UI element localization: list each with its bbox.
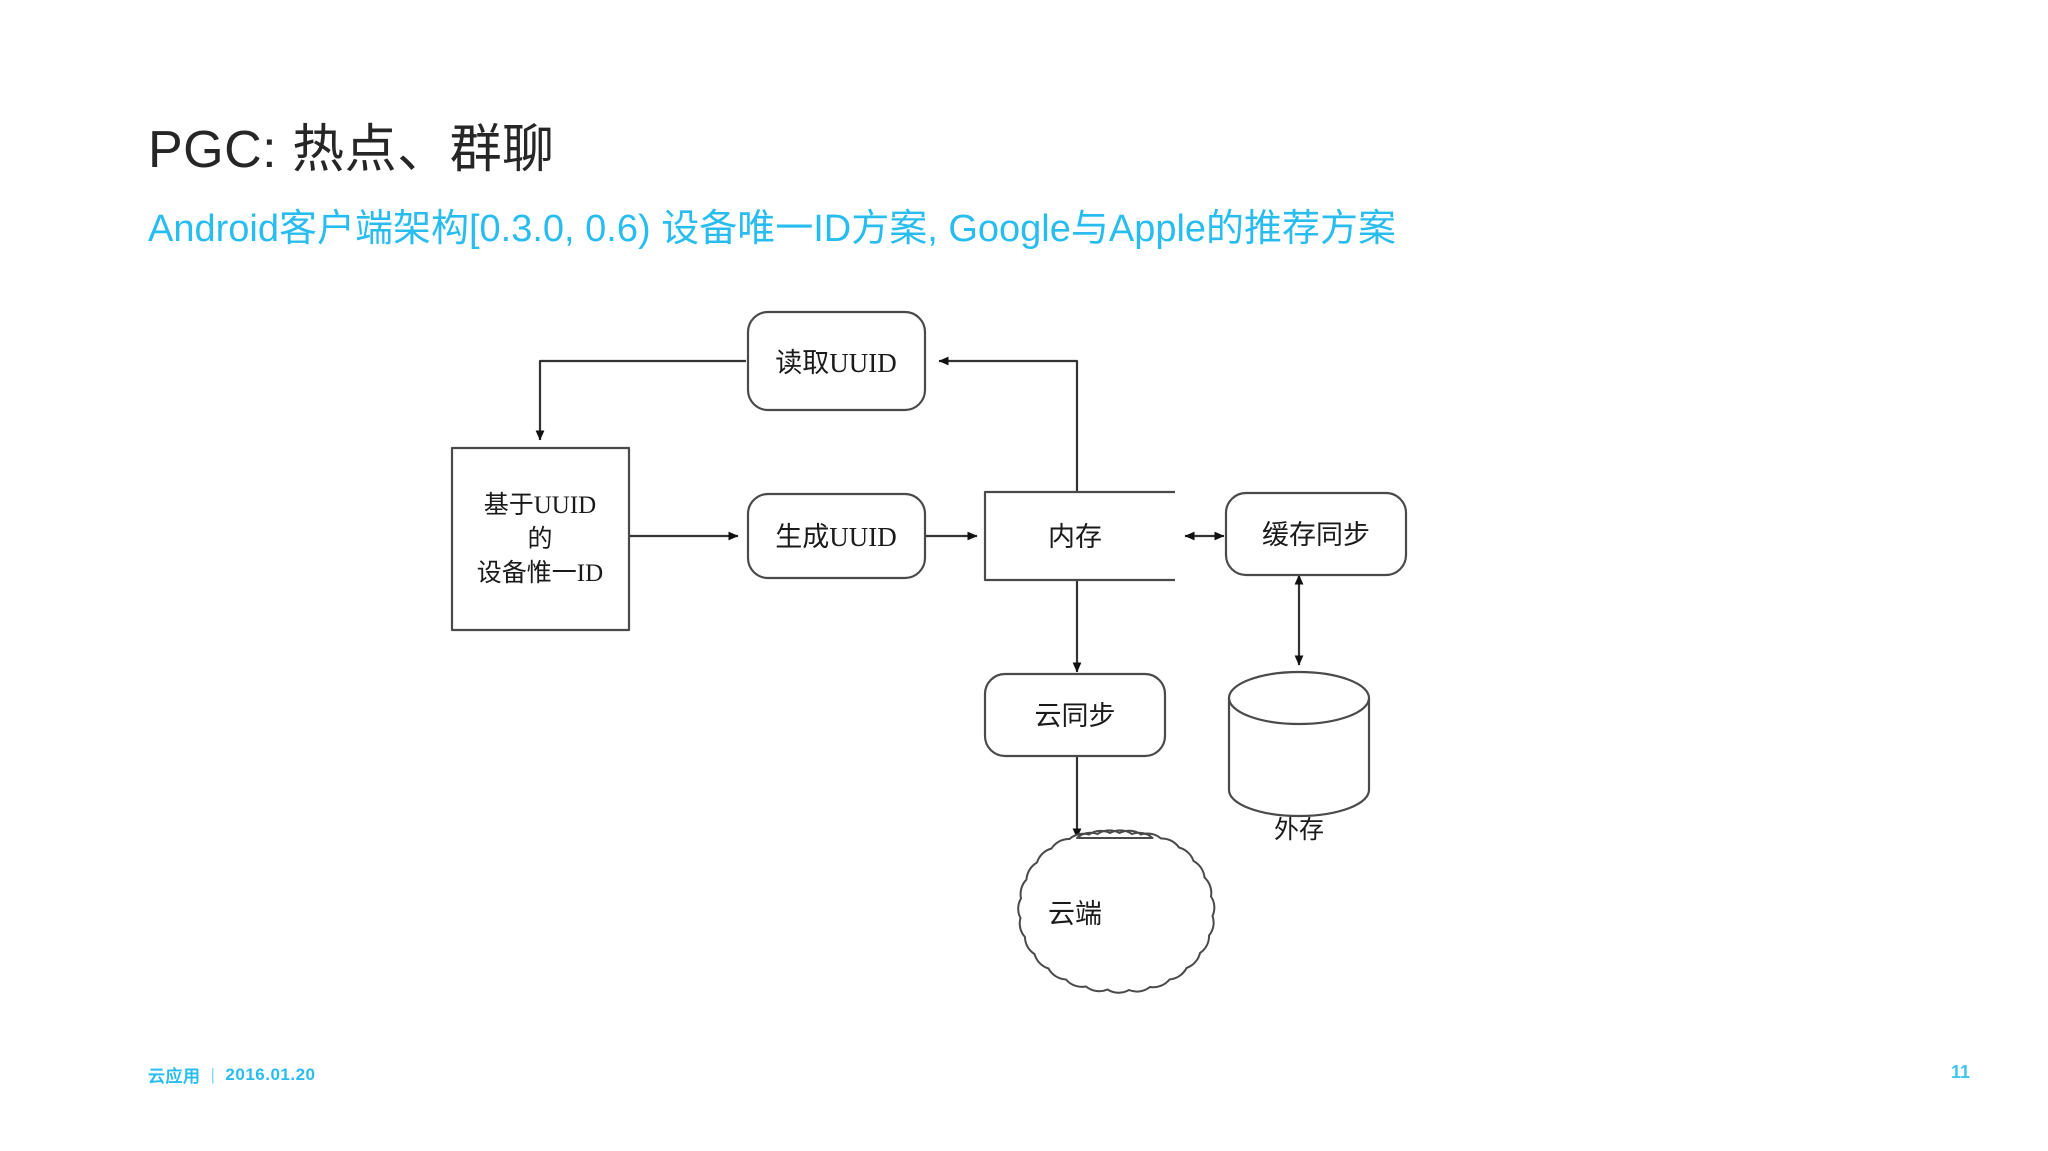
page-subtitle: Android客户端架构[0.3.0, 0.6) 设备唯一ID方案, Googl… <box>148 208 1397 250</box>
node-device-id-label-line3: 设备惟一ID <box>477 559 603 587</box>
footer-project: 云应用 <box>148 1067 201 1086</box>
footer: 云应用 | 2016.01.20 <box>148 1062 316 1087</box>
edge-memory-to-read-uuid <box>938 356 1079 492</box>
footer-separator: | <box>210 1064 216 1084</box>
node-device-id-shape <box>450 446 631 632</box>
page-number: 11 <box>1950 1062 1970 1082</box>
node-device-id-label-line2: 的 <box>527 525 552 553</box>
node-cloud-sync-label: 云同步 <box>1035 701 1116 731</box>
footer-date: 2016.01.20 <box>225 1064 316 1084</box>
node-memory-shape <box>983 490 1175 582</box>
node-ext-storage-shape <box>1227 670 1371 818</box>
node-cloud-label: 云端 <box>1048 899 1102 929</box>
node-cache-sync-shape <box>1224 491 1408 577</box>
node-read-uuid-shape <box>746 310 927 412</box>
node-cache-sync-label: 缓存同步 <box>1262 520 1370 550</box>
node-cloud-shape <box>1017 829 1216 994</box>
node-device-id-label-line1: 基于UUID <box>484 491 597 519</box>
node-read-uuid-label: 读取UUID <box>775 348 897 378</box>
page-title: PGC: 热点、群聊 <box>148 121 555 179</box>
node-memory-label: 内存 <box>1048 522 1102 552</box>
node-cloud-sync-shape <box>983 672 1167 758</box>
node-gen-uuid-shape <box>746 492 927 580</box>
edge-read-uuid-to-device-id <box>535 359 746 441</box>
node-ext-storage-label: 外存 <box>1274 816 1324 844</box>
node-gen-uuid-label: 生成UUID <box>775 522 897 552</box>
